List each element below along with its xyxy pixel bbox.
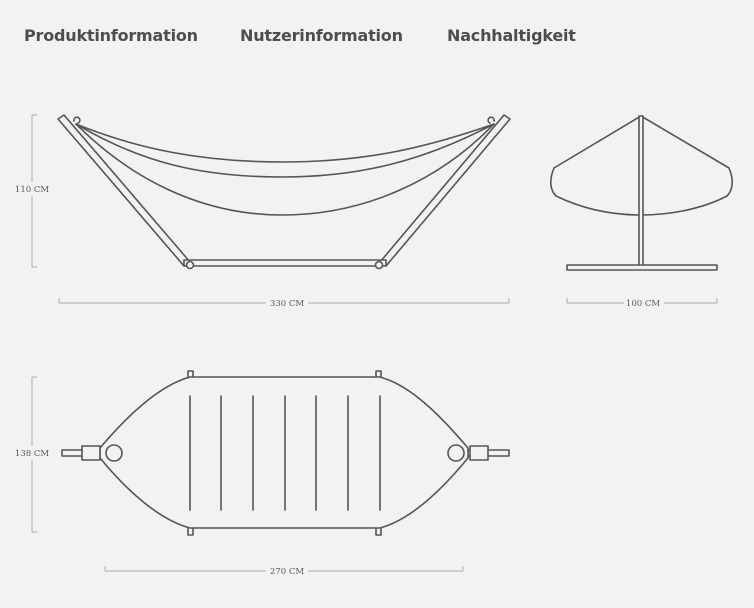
top-width-dimension: 138 CM	[15, 376, 49, 533]
side-height-dimension: 110 CM	[15, 114, 49, 268]
top-hammock-fabric	[99, 376, 469, 529]
top-nub	[187, 527, 194, 536]
front-stand-pole	[638, 115, 644, 268]
front-width-label: 100 CM	[626, 299, 660, 309]
side-hook-right	[487, 116, 495, 124]
side-view	[57, 114, 511, 270]
side-frame-base	[183, 259, 387, 267]
side-height-label: 110 CM	[15, 185, 49, 195]
tab-produktinformation[interactable]: Produktinformation	[24, 26, 198, 45]
side-length-label: 330 CM	[270, 299, 304, 309]
top-ring-right	[447, 444, 465, 462]
tab-nachhaltigkeit[interactable]: Nachhaltigkeit	[447, 26, 576, 45]
tab-nutzerinformation[interactable]: Nutzerinformation	[240, 26, 403, 45]
front-view	[550, 115, 733, 271]
tab-bar: Produktinformation Nutzerinformation Nac…	[0, 0, 754, 70]
top-view	[61, 370, 510, 536]
front-stand-base	[566, 264, 718, 271]
side-foot-left	[185, 260, 195, 270]
top-width-label: 138 CM	[15, 449, 49, 459]
top-ring-left	[105, 444, 123, 462]
top-cap-right	[469, 445, 489, 461]
top-cap-left	[81, 445, 101, 461]
top-length-dimension: 270 CM	[104, 564, 464, 578]
side-foot-right	[374, 260, 384, 270]
top-nub	[375, 527, 382, 536]
side-hammock-seam	[75, 123, 495, 178]
side-hook-left	[73, 116, 81, 124]
side-length-dimension: 330 CM	[58, 296, 510, 310]
top-length-label: 270 CM	[270, 567, 304, 577]
front-width-dimension: 100 CM	[566, 296, 718, 310]
